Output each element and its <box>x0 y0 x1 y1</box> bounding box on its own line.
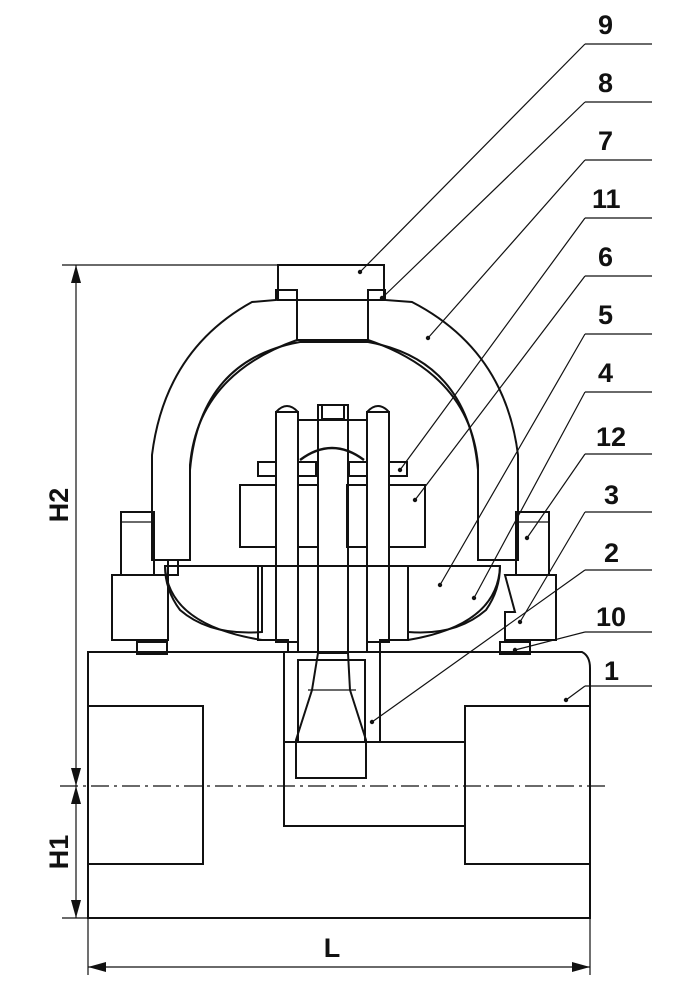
leader-line-9 <box>359 43 586 273</box>
callout-labels: 9 8 7 11 6 5 4 12 3 2 10 1 <box>592 10 626 686</box>
callout-2: 2 <box>604 538 619 568</box>
leader-line-12 <box>526 453 586 539</box>
leader-line-7 <box>427 159 586 339</box>
valve-body <box>87 651 591 919</box>
callout-10: 10 <box>596 602 626 632</box>
dimension-h1-label: H1 <box>44 835 74 870</box>
leader-line-2 <box>371 569 586 723</box>
leader-dot-11 <box>397 467 403 473</box>
leader-dot-5 <box>437 582 443 588</box>
leader-line-1 <box>565 685 586 701</box>
callout-8: 8 <box>598 68 613 98</box>
leader-dot-4 <box>471 595 477 601</box>
callout-4: 4 <box>598 358 613 388</box>
leader-dot-12 <box>524 535 530 541</box>
leader-line-6 <box>414 275 586 501</box>
dimension-l-label: L <box>324 933 341 963</box>
callout-6: 6 <box>598 242 613 272</box>
leader-dot-9 <box>357 269 363 275</box>
leader-dot-6 <box>412 497 418 503</box>
leader-dot-7 <box>425 335 431 341</box>
spring-pack <box>239 446 426 548</box>
dimension-lines <box>62 264 591 975</box>
leader-lines <box>357 43 652 725</box>
leader-dot-3 <box>517 619 523 625</box>
callout-9: 9 <box>598 10 613 40</box>
leader-dot-1 <box>563 697 569 703</box>
callout-7: 7 <box>598 126 613 156</box>
callout-11: 11 <box>592 184 621 214</box>
valve-stem <box>295 404 367 779</box>
callout-12: 12 <box>596 422 626 452</box>
leader-line-11 <box>399 217 586 471</box>
leader-dot-10 <box>512 647 518 653</box>
callout-5: 5 <box>598 300 613 330</box>
leader-dot-2 <box>369 719 375 725</box>
leader-line-5 <box>439 333 586 586</box>
bellows-element <box>163 565 502 641</box>
dimension-h2-label: H2 <box>44 488 74 523</box>
leader-dot-8 <box>379 295 385 301</box>
leader-line-4 <box>473 391 586 599</box>
bonnet-cap <box>151 289 519 561</box>
leader-line-8 <box>381 101 586 299</box>
flange-ring <box>111 511 557 641</box>
leader-line-3 <box>519 511 586 623</box>
seat-assembly <box>257 405 409 653</box>
top-plug <box>277 264 385 341</box>
callout-3: 3 <box>604 480 619 510</box>
leader-line-10 <box>514 631 586 651</box>
gasket <box>136 641 531 655</box>
callout-1: 1 <box>604 656 619 686</box>
